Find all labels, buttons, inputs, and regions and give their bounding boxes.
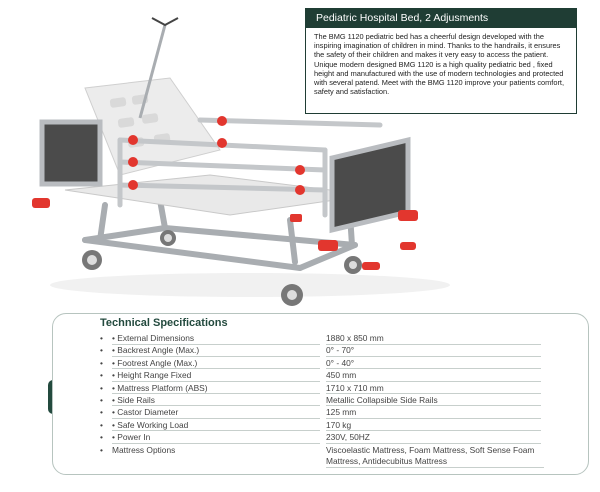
spec-value: Viscoelastic Mattress, Foam Mattress, So… <box>326 445 544 468</box>
specifications-table: • • External Dimensions 1880 x 850 mm • … <box>100 332 570 468</box>
description-box: Pediatric Hospital Bed, 2 Adjusments The… <box>305 8 577 114</box>
spec-row: • • Footrest Angle (Max.) 0° - 40° <box>100 357 570 370</box>
spec-value: 0° - 40° <box>326 358 541 370</box>
spec-row: • • Castor Diameter 125 mm <box>100 406 570 419</box>
description-body: The BMG 1120 pediatric bed has a cheerfu… <box>306 28 576 96</box>
spec-value: 230V, 50HZ <box>326 432 541 444</box>
spec-row: • • Height Range Fixed 450 mm <box>100 369 570 382</box>
spec-row: • Mattress Options Viscoelastic Mattress… <box>100 444 570 468</box>
spec-label: • Power In <box>112 432 320 444</box>
spec-label: • Height Range Fixed <box>112 370 320 382</box>
spec-label: • Castor Diameter <box>112 407 320 419</box>
spec-label: • Side Rails <box>112 395 320 407</box>
spec-value: 450 mm <box>326 370 541 382</box>
bullet-marker: • <box>100 333 103 343</box>
spec-row: • • Backrest Angle (Max.) 0° - 70° <box>100 344 570 357</box>
spec-label: • Footrest Angle (Max.) <box>112 358 320 370</box>
spec-value: Metallic Collapsible Side Rails <box>326 395 541 407</box>
spec-label: • Mattress Platform (ABS) <box>112 383 320 395</box>
spec-label: • External Dimensions <box>112 333 320 345</box>
bullet-marker: • <box>100 357 103 368</box>
bullet-marker: • <box>100 345 103 356</box>
bullet-marker: • <box>100 432 103 443</box>
bullet-marker: • <box>100 407 103 418</box>
spec-row: • • Side Rails Metallic Collapsible Side… <box>100 394 570 407</box>
spec-value: 1710 x 710 mm <box>326 383 541 395</box>
description-title: Pediatric Hospital Bed, 2 Adjusments <box>306 9 576 28</box>
spec-row: • • External Dimensions 1880 x 850 mm <box>100 332 570 345</box>
spec-value: 125 mm <box>326 407 541 419</box>
spec-label: • Safe Working Load <box>112 420 320 432</box>
bullet-marker: • <box>100 382 103 393</box>
specifications-panel: Technical Specifications • • External Di… <box>52 313 589 475</box>
description-paragraph: The BMG 1120 pediatric bed has a cheerfu… <box>314 32 561 60</box>
spec-row: • • Safe Working Load 170 kg <box>100 419 570 432</box>
spec-value: 170 kg <box>326 420 541 432</box>
bullet-marker: • <box>100 419 103 430</box>
bed-illustration <box>32 17 450 306</box>
bullet-marker: • <box>100 370 103 381</box>
spec-label: Mattress Options <box>112 444 176 455</box>
description-paragraph: Unique modern designed BMG 1120 is a hig… <box>314 59 565 97</box>
bullet-marker: • <box>100 444 103 455</box>
bullet-marker: • <box>100 394 103 405</box>
spec-value: 1880 x 850 mm <box>326 333 541 345</box>
spec-row: • • Mattress Platform (ABS) 1710 x 710 m… <box>100 382 570 395</box>
spec-value: 0° - 70° <box>326 345 541 357</box>
spec-label: • Backrest Angle (Max.) <box>112 345 320 357</box>
spec-row: • • Power In 230V, 50HZ <box>100 431 570 444</box>
specifications-title: Technical Specifications <box>100 317 228 329</box>
